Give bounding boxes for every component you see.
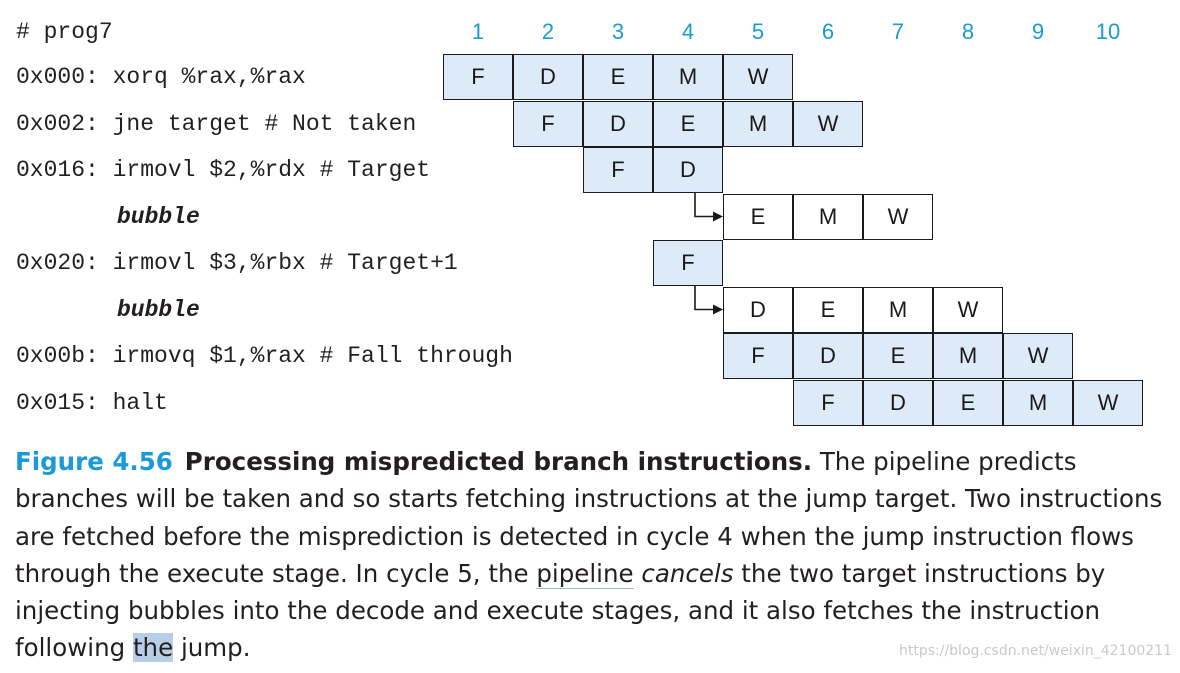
cycle-number: 9 <box>1031 19 1045 44</box>
figure-title: Processing mispredicted branch instructi… <box>184 447 813 476</box>
stage-cell: F <box>653 240 723 286</box>
instruction-label: 0x002: jne target # Not taken <box>16 110 417 137</box>
stage-cell: F <box>793 379 863 426</box>
caption-text-3: the two target instructions by injecting… <box>15 558 1106 663</box>
bubble-label: bubble <box>117 296 200 323</box>
stage-cell: E <box>793 286 863 333</box>
stage-cell: F <box>583 147 653 193</box>
stage-cell: W <box>1003 333 1073 379</box>
stage-cell: M <box>1003 379 1073 426</box>
stage-cell: E <box>653 100 723 147</box>
instruction-label: 0x000: xorq %rax,%rax <box>16 64 306 90</box>
stage-cell: M <box>863 286 933 333</box>
cycle-number: 10 <box>1095 19 1121 44</box>
cycle-number: 1 <box>471 19 485 44</box>
bubble-arrow-head <box>713 304 723 315</box>
program-header: # prog7 <box>16 19 113 45</box>
bubble-label: bubble <box>117 203 200 230</box>
stage-cell: D <box>793 333 863 379</box>
caption-emphasis: cancels <box>641 558 734 588</box>
bubble-arrows <box>694 193 723 315</box>
caption-text-1: The pipeline predicts branches will be t… <box>15 447 1163 588</box>
stage-cell: M <box>933 333 1003 379</box>
stage-cell: F <box>723 333 793 379</box>
stage-cell: E <box>933 379 1003 426</box>
stage-cell: M <box>723 100 793 147</box>
caption-underlined-word: pipeline <box>536 558 634 589</box>
stage-cell: D <box>863 379 933 426</box>
stage-cell: E <box>863 333 933 379</box>
stage-cell: D <box>653 147 723 193</box>
cycle-number: 3 <box>611 19 625 44</box>
instruction-label: 0x016: irmovl $2,%rdx # Target <box>16 157 431 183</box>
stage-cell: M <box>793 193 863 240</box>
caption-text-4: jump. <box>173 633 251 663</box>
stage-cell: W <box>723 54 793 100</box>
stage-cell: D <box>513 54 583 100</box>
watermark: https://blog.csdn.net/weixin_42100211 <box>898 643 1172 659</box>
stage-cell: M <box>653 54 723 100</box>
stage-cell: W <box>863 193 933 240</box>
cycle-number: 4 <box>681 19 695 44</box>
stage-cell: D <box>583 100 653 147</box>
stage-cell: E <box>583 54 653 100</box>
cycle-number: 6 <box>821 19 835 44</box>
bubble-arrow-line <box>694 286 714 311</box>
instruction-label: 0x00b: irmovq $1,%rax # Fall through <box>16 343 513 369</box>
stage-cell: E <box>723 193 793 240</box>
stage-cell: D <box>723 286 793 333</box>
bubble-arrow-line <box>694 193 714 218</box>
figure-number: Figure 4.56 <box>15 447 173 476</box>
cycle-number: 2 <box>541 19 555 44</box>
figure-caption: Figure 4.56 Processing mispredicted branc… <box>15 443 1165 667</box>
stage-cell: W <box>793 100 863 147</box>
stage-cell: W <box>933 286 1003 333</box>
stage-cell: F <box>443 54 513 100</box>
caption-highlighted-word: the <box>132 633 174 663</box>
cycle-number: 5 <box>751 19 765 44</box>
bubble-arrow-head <box>713 211 723 222</box>
cycle-number: 8 <box>961 19 975 44</box>
stage-cell: W <box>1073 379 1143 426</box>
cycle-number: 7 <box>891 19 905 44</box>
instruction-label: 0x015: halt <box>16 389 168 416</box>
stage-cell: F <box>513 100 583 147</box>
instruction-label: 0x020: irmovl $3,%rbx # Target+1 <box>16 250 458 276</box>
